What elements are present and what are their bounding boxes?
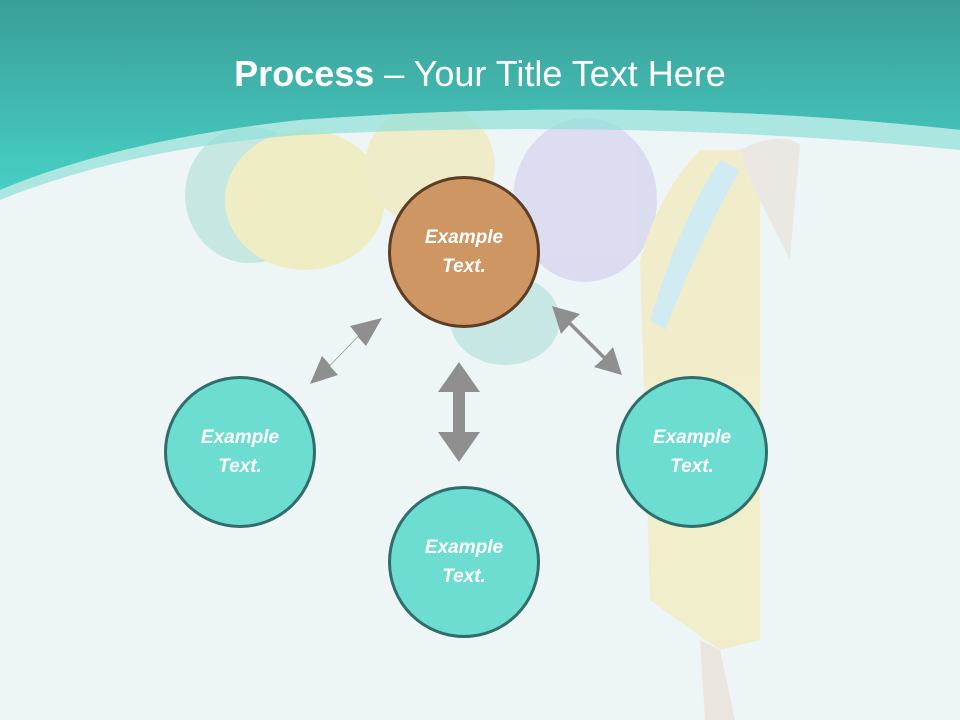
node-right-label: Example Text. [652,427,732,477]
header-band [0,0,960,190]
node-bottom: Example Text. [388,486,540,638]
node-right: Example Text. [616,376,768,528]
slide-title: Process – Your Title Text Here [0,52,960,96]
header-wave [0,109,960,200]
node-left: Example Text. [164,376,316,528]
arrow-vertical [438,362,480,462]
title-bold: Process [234,53,375,94]
title-dash: – [374,53,414,94]
node-bottom-label: Example Text. [424,537,504,587]
title-rest: Your Title Text Here [413,53,726,94]
node-top: Example Text. [388,176,540,328]
arrow-top-left [310,318,382,384]
node-top-label: Example Text. [424,227,504,277]
node-left-label: Example Text. [200,427,280,477]
arrow-top-right [552,306,622,375]
